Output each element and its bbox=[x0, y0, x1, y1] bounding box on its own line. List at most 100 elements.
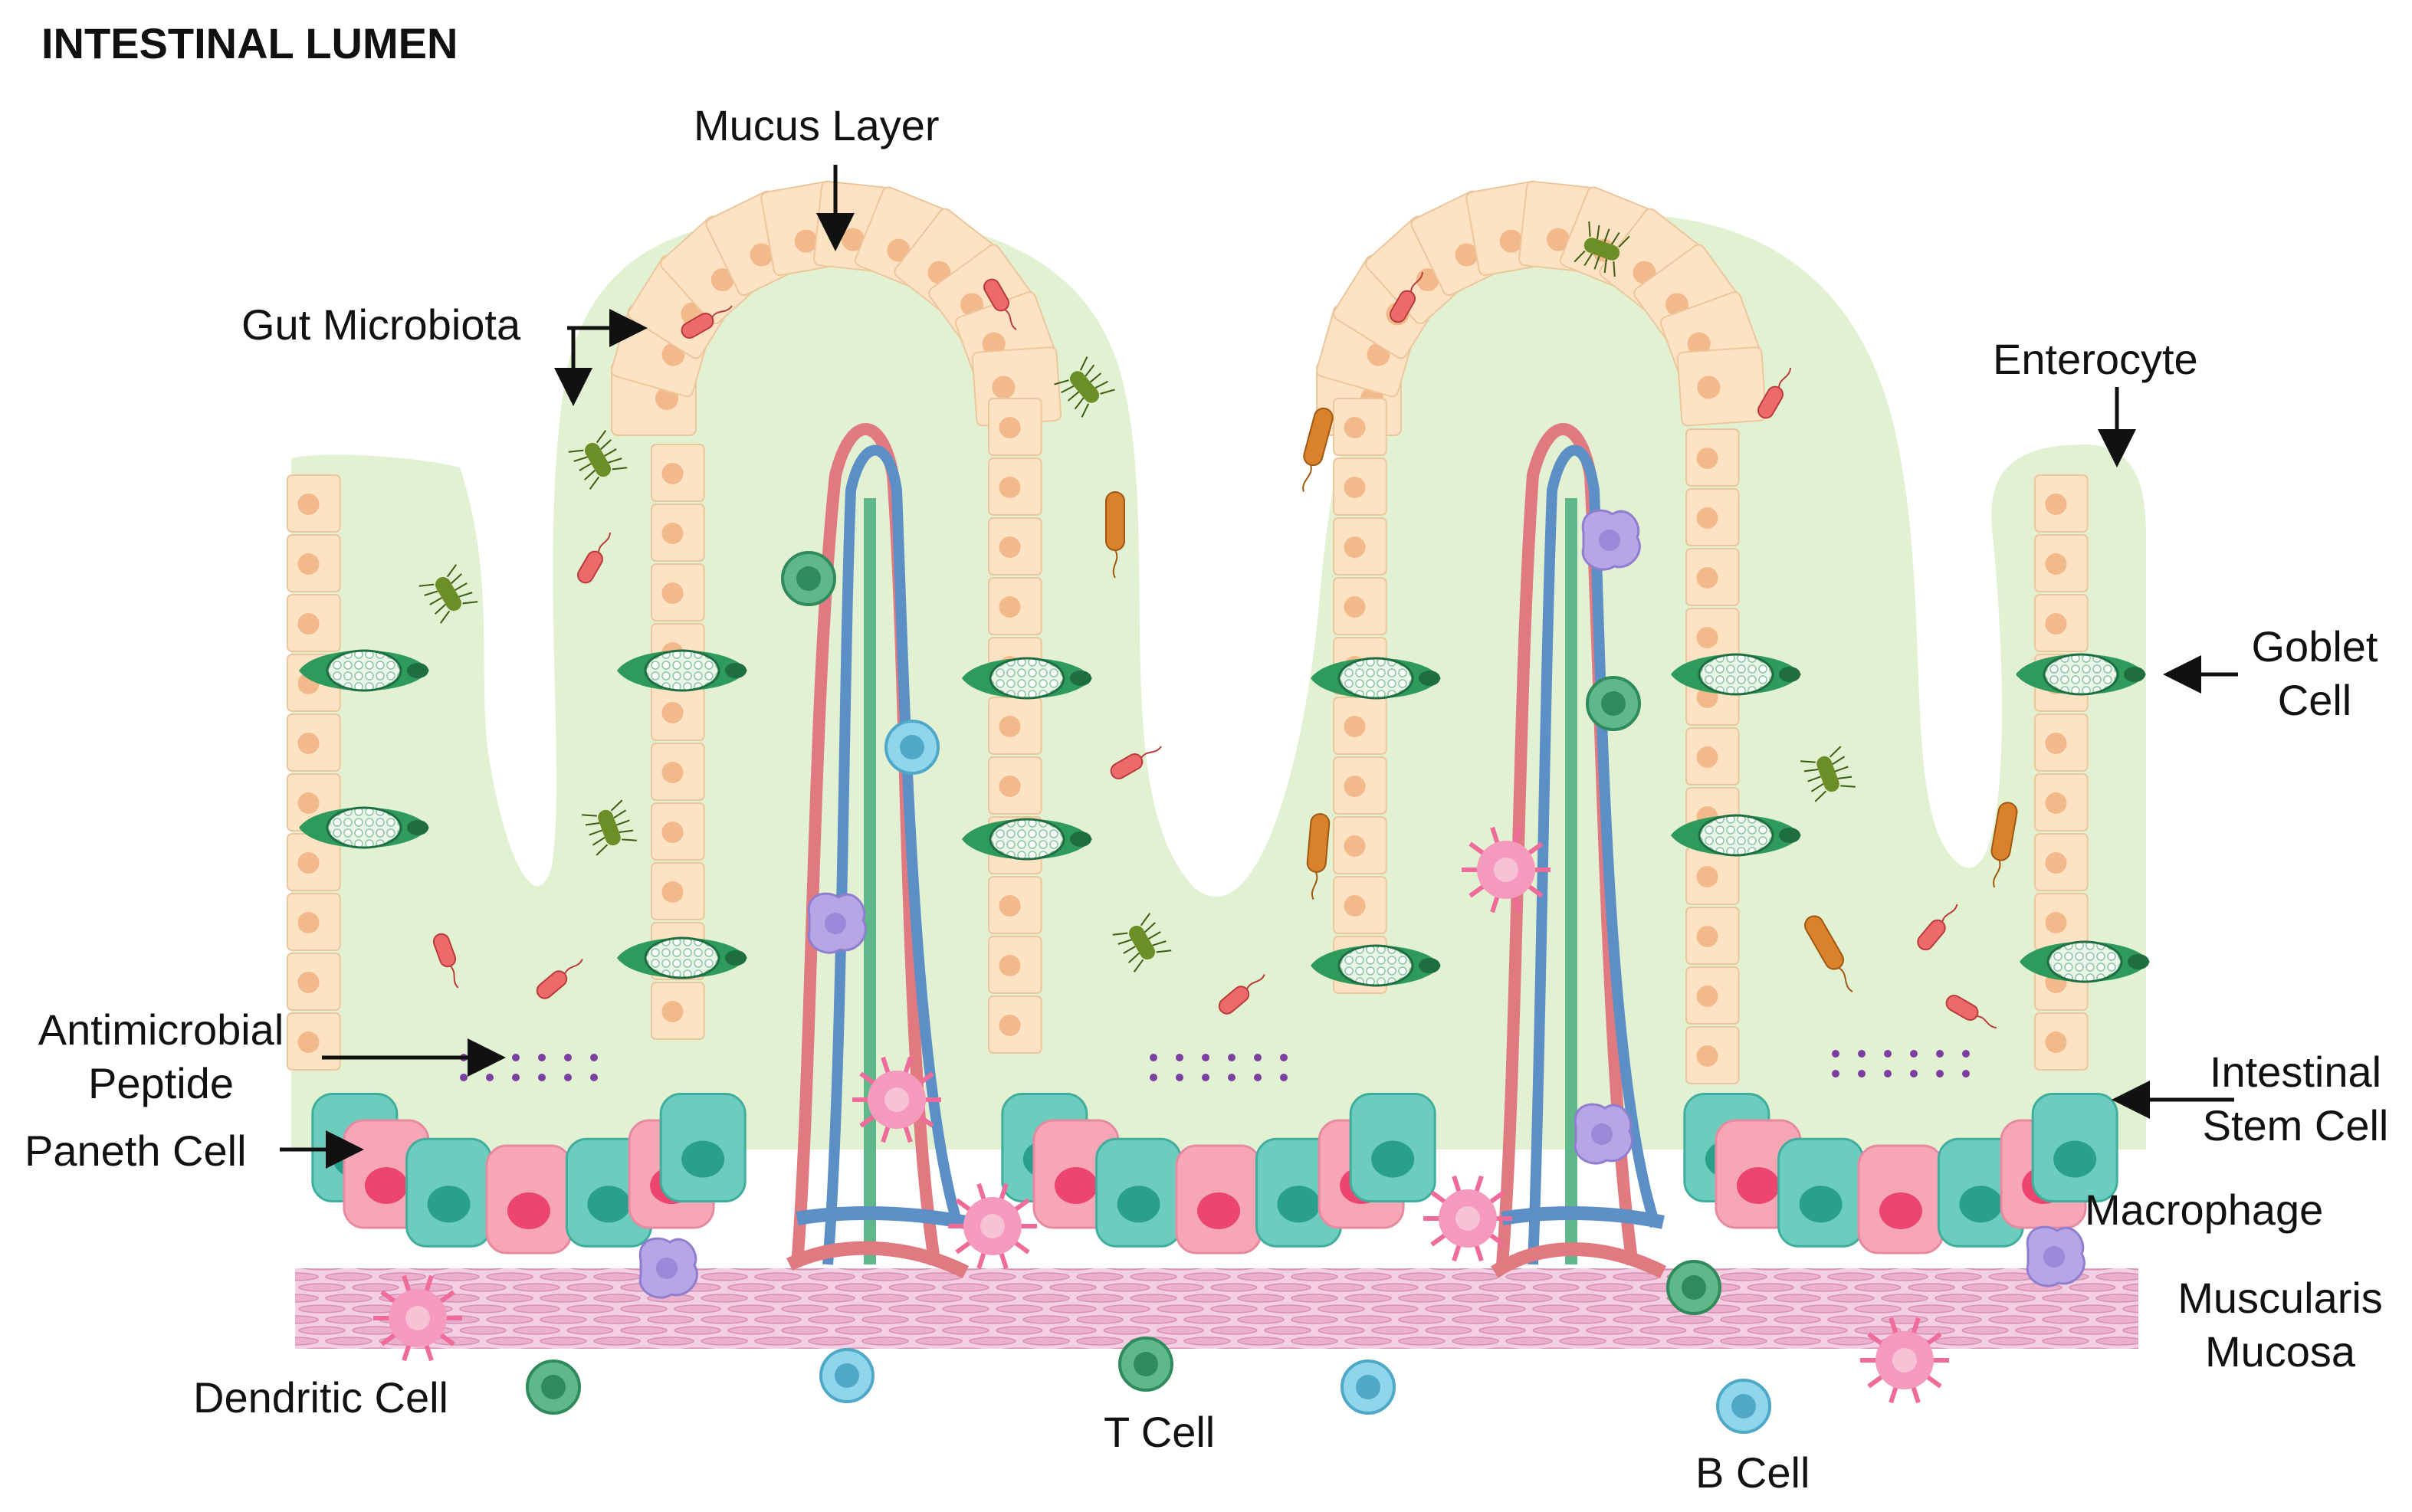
blood-vessels bbox=[786, 423, 1667, 1279]
enterocyte-cell bbox=[287, 953, 341, 1011]
enterocyte-cell bbox=[988, 697, 1042, 755]
peptide-dot bbox=[1832, 1070, 1839, 1077]
enterocyte-cell bbox=[988, 936, 1042, 994]
peptide-dot bbox=[1254, 1054, 1262, 1061]
goblet-cell bbox=[1671, 814, 1801, 857]
diagram-title: INTESTINAL LUMEN bbox=[41, 19, 458, 67]
enterocyte-cell bbox=[1333, 398, 1387, 456]
goblet-cell bbox=[1671, 653, 1801, 696]
dendritic-cell bbox=[1860, 1317, 1949, 1404]
peptide-dot bbox=[590, 1074, 598, 1081]
enterocyte-cell bbox=[651, 862, 705, 920]
enterocyte-cell bbox=[651, 444, 705, 502]
peptide-dot bbox=[1858, 1050, 1866, 1058]
label-mucus-layer: Mucus Layer bbox=[694, 101, 940, 149]
enterocyte-cell bbox=[287, 534, 341, 592]
enterocyte-cell bbox=[651, 982, 705, 1040]
label-intestinal-stem-cell-line1: Intestinal bbox=[2209, 1048, 2382, 1096]
b-cell bbox=[884, 720, 940, 775]
enterocyte-cell bbox=[988, 458, 1042, 516]
dendritic-cell bbox=[373, 1274, 462, 1362]
goblet-cell bbox=[1311, 657, 1441, 700]
peptide-dot bbox=[590, 1054, 598, 1061]
label-goblet-cell-line1: Goblet bbox=[2251, 622, 2378, 671]
immune-cells bbox=[373, 509, 2085, 1434]
enterocyte-cell bbox=[894, 208, 1001, 317]
bacterium bbox=[1112, 913, 1172, 972]
enterocyte-cell bbox=[1685, 727, 1740, 786]
peptide-dot bbox=[1228, 1074, 1236, 1081]
peptide-dot bbox=[1202, 1074, 1209, 1081]
bacterium bbox=[577, 532, 611, 584]
enterocyte-cell bbox=[988, 577, 1042, 635]
intestinal-stem-cell bbox=[1777, 1137, 1865, 1248]
b-cell bbox=[819, 1348, 875, 1403]
b-cell bbox=[1341, 1359, 1396, 1415]
label-b-cell: B Cell bbox=[1695, 1448, 1810, 1497]
peptide-dot bbox=[1962, 1070, 1970, 1077]
enterocyte-cell bbox=[651, 743, 705, 801]
label-gut-microbiota: Gut Microbiota bbox=[241, 300, 521, 349]
enterocyte-cell bbox=[1333, 756, 1387, 815]
peptide-dot bbox=[538, 1074, 546, 1081]
enterocyte-cell bbox=[287, 833, 341, 891]
enterocyte-cell bbox=[988, 398, 1042, 456]
label-intestinal-stem-cell-line2: Stem Cell bbox=[2202, 1101, 2389, 1150]
enterocyte-cell bbox=[2034, 1012, 2089, 1071]
macrophage bbox=[1581, 509, 1641, 571]
label-enterocyte: Enterocyte bbox=[1993, 335, 2198, 383]
peptide-dot bbox=[538, 1054, 546, 1061]
pointer-arrows bbox=[280, 165, 2238, 1169]
peptide-dot bbox=[1884, 1050, 1892, 1058]
goblet-cell bbox=[617, 936, 747, 979]
enterocyte-cell bbox=[1685, 1026, 1740, 1084]
paneth-cell bbox=[1175, 1144, 1262, 1255]
paneth-cell bbox=[1857, 1144, 1944, 1255]
enterocyte-cell bbox=[1685, 428, 1740, 487]
bacterium bbox=[1218, 974, 1265, 1015]
t-cell bbox=[781, 551, 836, 606]
goblet-cell bbox=[2020, 940, 2150, 983]
intestinal-stem-cell bbox=[1349, 1093, 1436, 1203]
bacterium bbox=[681, 305, 733, 339]
enterocyte-cell bbox=[1333, 876, 1387, 934]
bacterium bbox=[1306, 813, 1331, 900]
enterocyte-cell bbox=[1685, 548, 1740, 606]
t-cell bbox=[526, 1359, 581, 1415]
peptide-dot bbox=[1936, 1070, 1944, 1077]
mucus-layer bbox=[291, 214, 2146, 1150]
enterocyte-cell bbox=[988, 876, 1042, 934]
macrophage bbox=[2026, 1225, 2085, 1287]
enterocyte-cell bbox=[2034, 713, 2089, 772]
peptide-dot bbox=[460, 1074, 468, 1081]
bacterium bbox=[582, 799, 637, 856]
enterocyte-cell bbox=[1676, 346, 1767, 427]
dendritic-cell bbox=[1423, 1175, 1512, 1262]
goblet-cell bbox=[962, 657, 1092, 700]
bacterium bbox=[1574, 221, 1630, 277]
bacterium bbox=[536, 959, 583, 999]
enterocyte-cell bbox=[651, 563, 705, 622]
peptide-dot bbox=[1150, 1074, 1157, 1081]
peptide-dot bbox=[1176, 1074, 1183, 1081]
peptide-dot bbox=[486, 1074, 494, 1081]
macrophage bbox=[638, 1237, 698, 1299]
enterocyte-cell bbox=[1685, 966, 1740, 1025]
enterocyte-cell bbox=[2034, 594, 2089, 652]
peptide-dot bbox=[1150, 1054, 1157, 1061]
enterocyte-cell bbox=[2034, 773, 2089, 831]
peptide-dot bbox=[1858, 1070, 1866, 1077]
peptide-dot bbox=[1910, 1050, 1918, 1058]
enterocyte-cell bbox=[1333, 458, 1387, 516]
peptide-dot bbox=[1936, 1050, 1944, 1058]
goblet-cell bbox=[962, 818, 1092, 861]
t-cell bbox=[1586, 676, 1641, 731]
peptide-dot bbox=[1228, 1054, 1236, 1061]
bacterium bbox=[568, 430, 628, 490]
bacterium bbox=[983, 278, 1017, 330]
t-cell bbox=[1666, 1260, 1721, 1315]
dendritic-cell bbox=[948, 1182, 1037, 1270]
dendritic-cell bbox=[1462, 826, 1551, 913]
enterocyte-cell bbox=[988, 517, 1042, 576]
goblet-cell bbox=[617, 649, 747, 692]
